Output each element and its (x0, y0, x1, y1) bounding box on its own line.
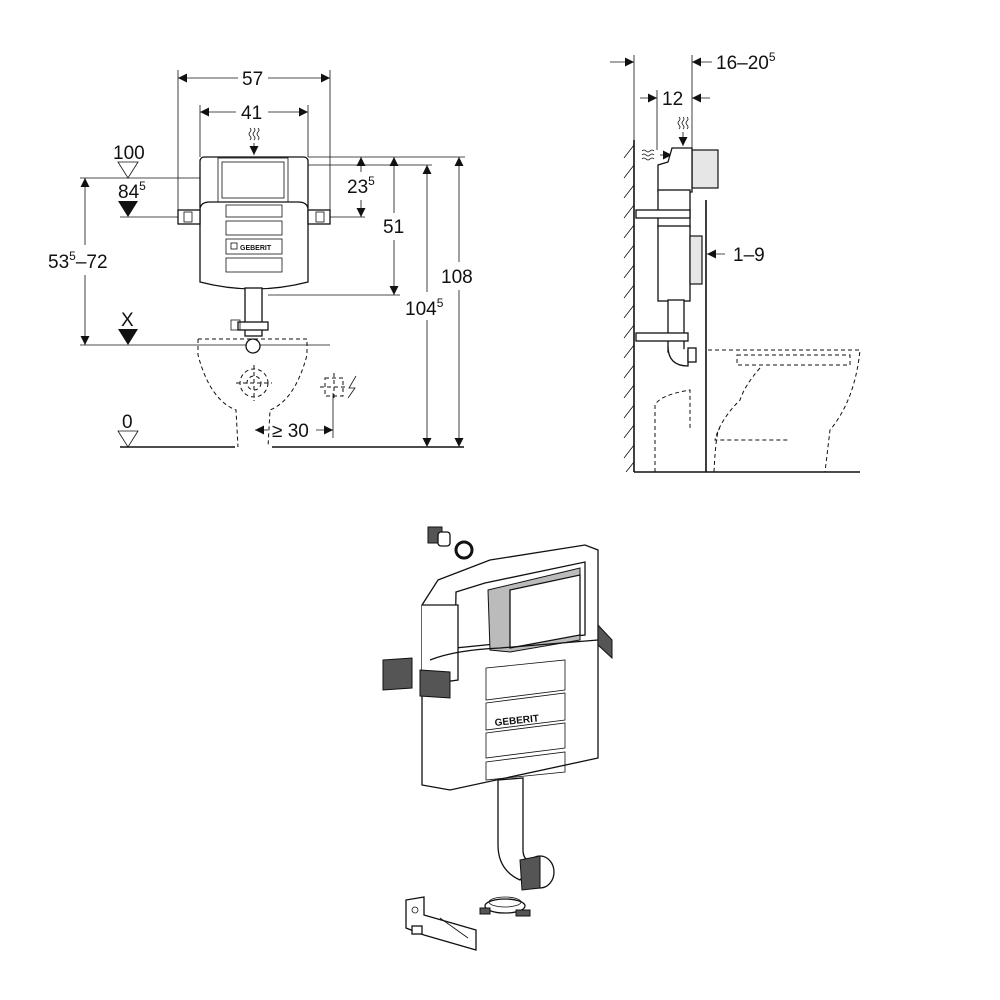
level-marker-100 (117, 161, 139, 179)
iso-view: GEBERIT (382, 526, 613, 951)
mounting-bracket (405, 896, 477, 951)
dim-width-inner: 41 (241, 103, 262, 124)
dim-overall-label: 108 (441, 267, 473, 288)
electrical-icon (347, 375, 357, 399)
water-inlet-icon (641, 149, 655, 161)
brand-logo-iso: GEBERIT (494, 713, 539, 729)
level-inlet-label: 845 (118, 179, 146, 203)
level-x-label: X (121, 310, 134, 331)
level-floor-label: 0 (122, 412, 133, 433)
level-marker-inlet (118, 201, 138, 217)
dim-width-outer: 57 (242, 69, 263, 90)
cistern-side (635, 147, 719, 367)
side-view: 16–205 12 1–9 (610, 50, 861, 473)
dim-tank-label: 51 (383, 217, 404, 238)
wall-hatching (623, 144, 635, 473)
dim-depth-label: 16–205 (716, 50, 776, 74)
dim-range-label: 535–72 (48, 249, 108, 273)
pipe-clamp (479, 896, 531, 917)
toilet-outline-side (654, 349, 861, 473)
level-top-label: 100 (113, 143, 145, 164)
level-marker-x (118, 329, 138, 345)
brand-logo: GEBERIT (240, 245, 272, 252)
water-icon (248, 127, 260, 141)
dim-height-label: 1045 (405, 296, 444, 320)
cistern-front: GEBERIT (177, 156, 331, 354)
front-view: GEBERIT 57 41 100 845 235 51 535–72 X 10… (48, 69, 473, 448)
toilet-outline-front (197, 338, 348, 448)
cistern-iso: GEBERIT (382, 544, 613, 891)
dim-tank-depth-label: 12 (662, 89, 683, 110)
dim-min-offset-label: ≥ 30 (272, 421, 309, 442)
level-marker-floor (117, 430, 139, 448)
dimension-arrows (80, 73, 464, 447)
inlet-valve (427, 526, 474, 560)
dim-plate-label: 1–9 (733, 245, 765, 266)
water-icon-side (677, 116, 689, 130)
dim-inlet-label: 235 (347, 174, 375, 198)
